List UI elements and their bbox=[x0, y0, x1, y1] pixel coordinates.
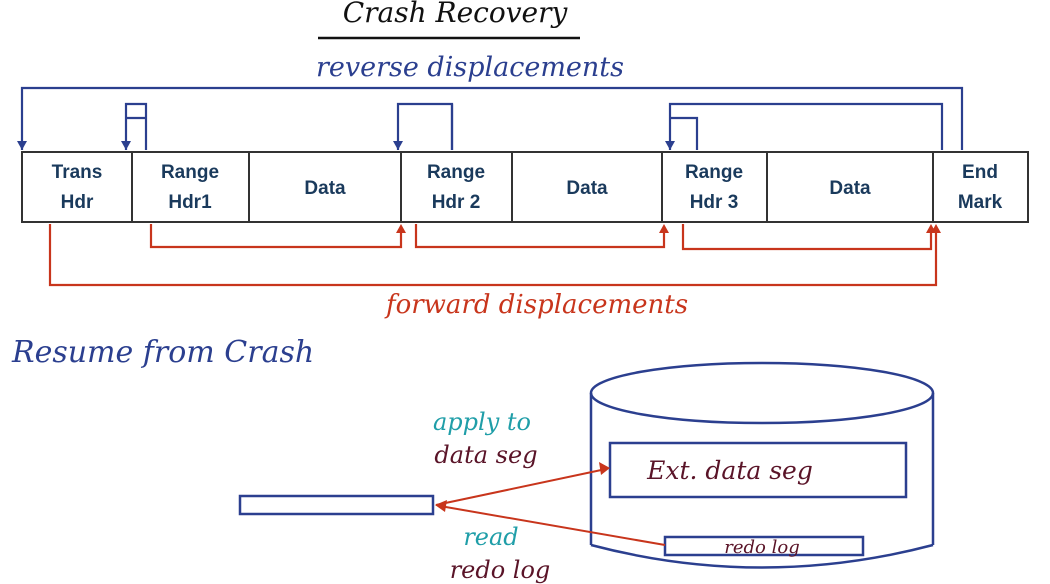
forward-arrowheads bbox=[396, 224, 941, 233]
reverse-arrow-hdr3-inner bbox=[670, 116, 699, 150]
ext-data-seg-box bbox=[608, 441, 908, 499]
cell-data-1: Data bbox=[304, 178, 346, 199]
redo-log-action-label: redo log bbox=[450, 556, 551, 584]
apply-arrowhead bbox=[599, 462, 610, 475]
cell-range-hdr2-line2: Hdr 2 bbox=[432, 192, 481, 213]
reverse-displacements-label: reverse displacements bbox=[316, 52, 624, 83]
apply-to-label: apply to bbox=[433, 408, 531, 436]
ext-data-seg-label: Ext. data seg bbox=[646, 456, 813, 485]
cell-data-2: Data bbox=[566, 178, 608, 199]
forward-arrow-hdr3-to-end bbox=[681, 224, 933, 251]
cell-end-mark-line1: End bbox=[962, 162, 998, 183]
apply-arrow bbox=[435, 468, 607, 506]
data-seg-label: data seg bbox=[434, 441, 537, 469]
cell-range-hdr1-line2: Hdr1 bbox=[168, 192, 212, 213]
cell-trans-hdr-line2: Hdr bbox=[61, 192, 94, 213]
redo-log-label: redo log bbox=[724, 537, 799, 558]
reverse-arrowheads bbox=[17, 141, 675, 150]
reverse-displacement-arrows bbox=[20, 86, 964, 150]
disk-cylinder bbox=[589, 361, 935, 569]
forward-displacements-label: forward displacements bbox=[384, 290, 688, 320]
cell-range-hdr2-line1: Range bbox=[427, 162, 485, 183]
reverse-arrow-hdr2-to-hdr1 bbox=[396, 102, 454, 150]
reverse-arrow-hdr3-to-hdr2 bbox=[668, 102, 944, 150]
redo-log-box bbox=[663, 535, 865, 557]
cell-range-hdr3-line1: Range bbox=[685, 162, 743, 183]
resume-from-crash-label: Resume from Crash bbox=[11, 335, 314, 370]
reverse-arrow-hdr1-to-trans bbox=[124, 102, 148, 150]
resume-arrows bbox=[435, 468, 666, 546]
read-label: read bbox=[463, 523, 518, 551]
forward-arrow-hdr1-to-hdr2 bbox=[149, 224, 403, 249]
cell-end-mark-line2: Mark bbox=[958, 192, 1003, 213]
forward-arrow-hdr2-to-hdr3 bbox=[414, 224, 666, 249]
forward-arrow-trans-to-end bbox=[48, 224, 938, 287]
cell-range-hdr3-line2: Hdr 3 bbox=[690, 192, 739, 213]
cell-trans-hdr-line1: Trans bbox=[52, 162, 103, 183]
read-arrowhead bbox=[435, 500, 447, 512]
read-arrow bbox=[439, 505, 666, 546]
memory-buffer-box bbox=[238, 494, 435, 516]
cell-data-3: Data bbox=[829, 178, 871, 199]
log-record: Trans Hdr Range Hdr1 Data Range Hdr 2 Da… bbox=[21, 151, 1029, 223]
diagram-title: Crash Recovery bbox=[343, 0, 569, 29]
log-record-outline bbox=[21, 151, 1029, 223]
reverse-arrow-end-to-trans bbox=[20, 86, 964, 150]
cell-range-hdr1-line1: Range bbox=[161, 162, 219, 183]
forward-displacement-arrows bbox=[48, 224, 938, 287]
